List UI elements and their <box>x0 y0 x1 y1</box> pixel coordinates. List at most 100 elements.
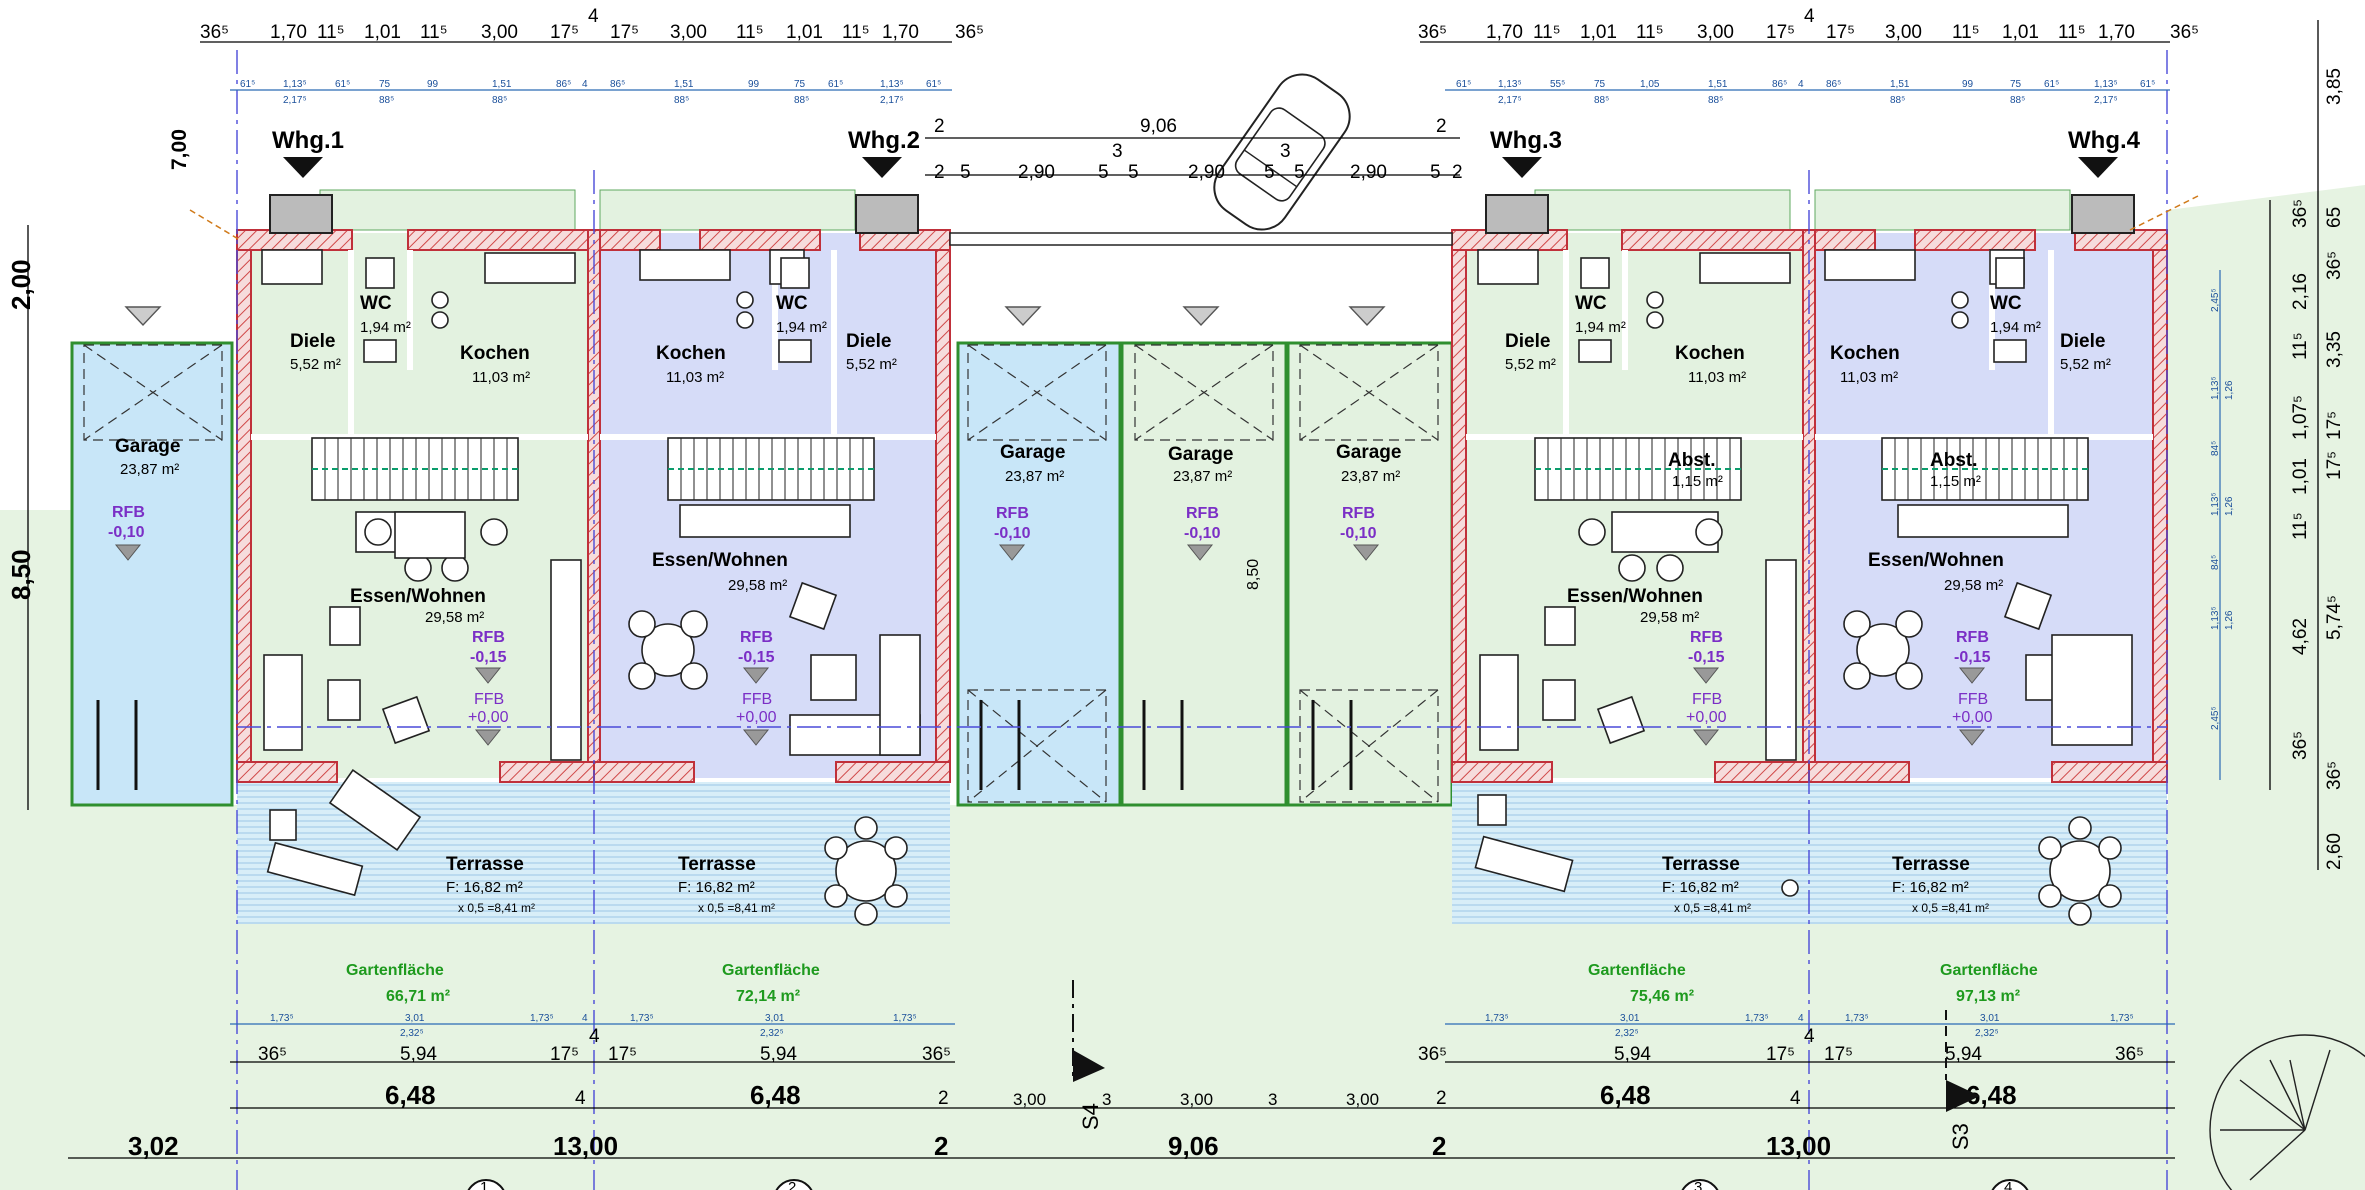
svg-text:4: 4 <box>1804 1026 1815 1047</box>
svg-text:61⁵: 61⁵ <box>335 79 350 90</box>
svg-text:WC: WC <box>360 293 392 314</box>
svg-text:75: 75 <box>379 79 391 90</box>
svg-text:3: 3 <box>1102 1090 1111 1109</box>
svg-text:2,17⁵: 2,17⁵ <box>1498 95 1522 106</box>
svg-text:1,73⁵: 1,73⁵ <box>1845 1013 1869 1024</box>
svg-text:75: 75 <box>1594 79 1606 90</box>
svg-text:1,13⁵: 1,13⁵ <box>880 79 904 90</box>
svg-text:+0,00: +0,00 <box>468 709 509 726</box>
svg-text:11⁵: 11⁵ <box>317 22 345 43</box>
svg-text:4: 4 <box>588 6 599 27</box>
svg-text:86⁵: 86⁵ <box>556 79 571 90</box>
svg-text:86⁵: 86⁵ <box>1826 79 1841 90</box>
svg-text:1,73⁵: 1,73⁵ <box>1485 1013 1509 1024</box>
svg-text:1,51: 1,51 <box>674 79 694 90</box>
svg-text:11⁵: 11⁵ <box>2290 332 2311 360</box>
svg-text:61⁵: 61⁵ <box>926 79 941 90</box>
svg-text:6,48: 6,48 <box>750 1080 801 1110</box>
svg-text:4,62: 4,62 <box>2290 618 2311 655</box>
svg-text:2: 2 <box>934 1131 948 1161</box>
staircase-1 <box>311 437 519 501</box>
svg-text:5,52 m²: 5,52 m² <box>846 356 897 373</box>
svg-text:RFB: RFB <box>1690 629 1723 646</box>
svg-text:23,87 m²: 23,87 m² <box>1341 468 1400 485</box>
garage-crosses <box>83 344 1439 803</box>
svg-text:1,51: 1,51 <box>1708 79 1728 90</box>
setback-dimension: 7,00 <box>168 129 191 170</box>
svg-text:1,94 m²: 1,94 m² <box>1575 319 1626 336</box>
svg-text:Essen/Wohnen: Essen/Wohnen <box>350 586 486 607</box>
svg-text:3,00: 3,00 <box>481 22 518 43</box>
svg-text:17⁵: 17⁵ <box>1766 22 1795 43</box>
svg-text:F: 16,82 m²: F: 16,82 m² <box>678 879 755 896</box>
svg-text:Diele: Diele <box>290 331 335 352</box>
entrance-box-3 <box>1485 194 1549 234</box>
entrance-box-4 <box>2071 194 2135 234</box>
svg-text:RFB: RFB <box>472 629 505 646</box>
unit-marker-3 <box>1502 157 1542 178</box>
svg-text:36⁵: 36⁵ <box>1418 22 1447 43</box>
svg-text:1,05: 1,05 <box>1640 79 1660 90</box>
svg-text:1,01: 1,01 <box>1580 22 1617 43</box>
svg-text:2,45⁵: 2,45⁵ <box>2210 706 2221 730</box>
svg-text:Garage: Garage <box>1168 444 1233 465</box>
svg-text:1,94 m²: 1,94 m² <box>776 319 827 336</box>
svg-text:3,00: 3,00 <box>1885 22 1922 43</box>
svg-text:5: 5 <box>1098 162 1109 183</box>
top-blue-dims-left: 61⁵ 1,13⁵ 61⁵ 75 99 1,51 86⁵ 4 86⁵ 1,51 … <box>240 79 941 106</box>
svg-text:Terrasse: Terrasse <box>678 854 756 875</box>
svg-text:1,13⁵: 1,13⁵ <box>1498 79 1522 90</box>
svg-text:29,58 m²: 29,58 m² <box>728 577 787 594</box>
unit-label-1: Whg.1 <box>272 127 344 154</box>
svg-text:75: 75 <box>2010 79 2022 90</box>
svg-text:88⁵: 88⁵ <box>674 95 689 106</box>
svg-text:5,74⁵: 5,74⁵ <box>2324 595 2345 640</box>
svg-text:1,13⁵: 1,13⁵ <box>2210 376 2221 400</box>
svg-text:Terrasse: Terrasse <box>1892 854 1970 875</box>
garden-area-east <box>2168 185 2365 810</box>
unit-label-3: Whg.3 <box>1490 127 1562 154</box>
setback-line-left <box>189 209 241 241</box>
svg-text:99: 99 <box>1962 79 1974 90</box>
svg-text:Gartenfläche: Gartenfläche <box>722 962 820 979</box>
svg-text:6,48: 6,48 <box>1600 1080 1651 1110</box>
svg-text:36⁵: 36⁵ <box>2115 1044 2144 1065</box>
svg-text:11⁵: 11⁵ <box>1952 22 1980 43</box>
svg-text:97,13 m²: 97,13 m² <box>1956 988 2020 1005</box>
svg-text:4: 4 <box>582 1013 588 1024</box>
svg-text:3: 3 <box>1280 141 1291 162</box>
svg-text:36⁵: 36⁵ <box>2290 199 2311 228</box>
svg-text:17⁵: 17⁵ <box>2324 451 2345 480</box>
svg-text:3: 3 <box>1112 141 1123 162</box>
svg-text:11,03 m²: 11,03 m² <box>1840 369 1898 386</box>
svg-text:Diele: Diele <box>2060 331 2105 352</box>
svg-text:x 0,5 =8,41 m²: x 0,5 =8,41 m² <box>1674 901 1751 915</box>
svg-text:11⁵: 11⁵ <box>842 22 870 43</box>
svg-text:1,73⁵: 1,73⁵ <box>1745 1013 1769 1024</box>
svg-text:Terrasse: Terrasse <box>446 854 524 875</box>
svg-text:5: 5 <box>1294 162 1305 183</box>
svg-text:3,01: 3,01 <box>1980 1013 2000 1024</box>
svg-text:17⁵: 17⁵ <box>2324 411 2345 440</box>
svg-text:F: 16,82 m²: F: 16,82 m² <box>1662 879 1739 896</box>
svg-text:1,73⁵: 1,73⁵ <box>893 1013 917 1024</box>
garage-1 <box>956 341 1122 807</box>
svg-text:3,00: 3,00 <box>1180 1090 1213 1109</box>
svg-text:S4: S4 <box>1078 1103 1103 1130</box>
svg-text:3,00: 3,00 <box>1697 22 1734 43</box>
svg-text:5,52 m²: 5,52 m² <box>1505 356 1556 373</box>
svg-text:1,73⁵: 1,73⁵ <box>2110 1013 2134 1024</box>
unit-marker-1 <box>283 157 323 178</box>
svg-text:5,94: 5,94 <box>1945 1044 1982 1065</box>
bottom-dimension-lines <box>68 1023 2175 1159</box>
svg-text:3,00: 3,00 <box>670 22 707 43</box>
svg-text:2: 2 <box>934 116 945 137</box>
svg-text:1,70: 1,70 <box>1486 22 1523 43</box>
svg-text:13,00: 13,00 <box>553 1131 618 1161</box>
svg-text:Terrasse: Terrasse <box>1662 854 1740 875</box>
svg-text:1,13⁵: 1,13⁵ <box>283 79 307 90</box>
svg-text:3,02: 3,02 <box>128 1131 179 1161</box>
svg-text:61⁵: 61⁵ <box>2140 79 2155 90</box>
svg-text:11,03 m²: 11,03 m² <box>1688 369 1746 386</box>
svg-text:RFB: RFB <box>996 505 1029 522</box>
